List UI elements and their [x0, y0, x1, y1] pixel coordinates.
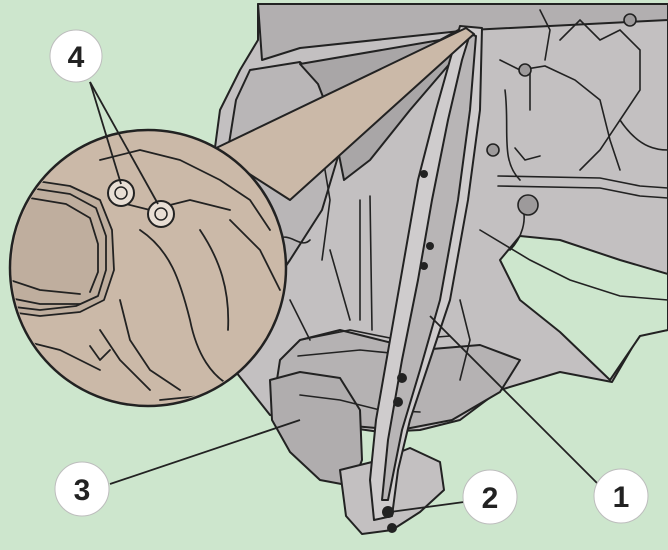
- bolts-4: [107, 179, 175, 228]
- callout-3: 3: [54, 461, 110, 517]
- leader-lines: [89, 81, 601, 513]
- callout-4: 4: [49, 29, 103, 83]
- callout-1: 1: [593, 468, 649, 524]
- pillar-inner: [381, 33, 477, 501]
- callout-label-3: 3: [74, 474, 91, 507]
- callout-label-4: 4: [68, 41, 85, 74]
- bolt-left: [107, 179, 135, 207]
- seat-trim: [12, 179, 115, 317]
- bolt-right: [147, 200, 175, 228]
- callout-label-1: 1: [613, 481, 630, 514]
- callout-label-2: 2: [482, 482, 499, 515]
- pillar-bolts: [382, 170, 434, 533]
- wheel-arch: [499, 235, 668, 381]
- zoom-wedge: [211, 27, 475, 201]
- pillar: [369, 25, 483, 521]
- leader-2: [389, 501, 465, 513]
- leader-1: [429, 315, 601, 487]
- leader-3: [109, 419, 301, 485]
- leader-4-b: [89, 81, 159, 205]
- magnified-detail: [8, 128, 288, 408]
- callout-2: 2: [462, 469, 518, 525]
- leader-4-a: [89, 81, 122, 185]
